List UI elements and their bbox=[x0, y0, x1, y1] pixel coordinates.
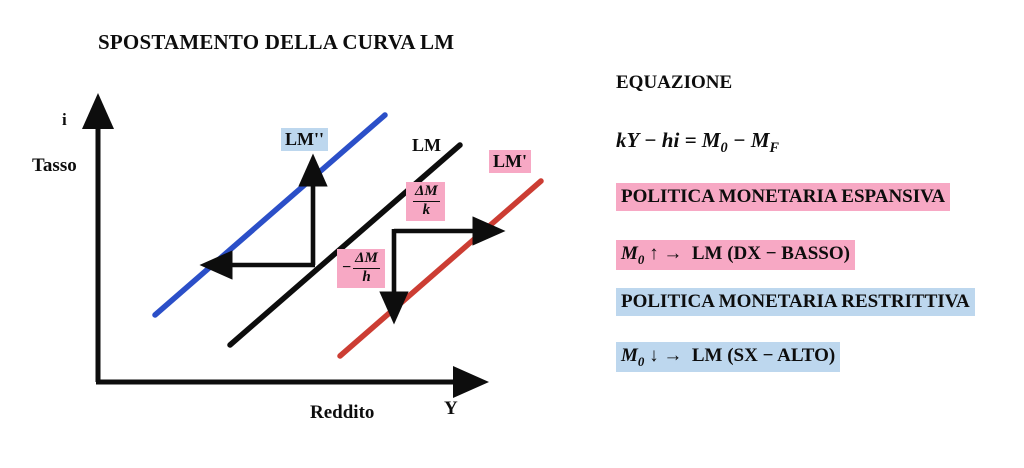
expansionary-symbol-subscript: 0 bbox=[637, 251, 645, 267]
expansionary-policy-effect: M0 ↑ → LM (DX − BASSO) bbox=[616, 240, 855, 270]
restrictive-symbol-base: M bbox=[621, 345, 638, 366]
implies-arrow-icon: → bbox=[663, 243, 683, 264]
annotation-delta-m-over-k: ΔM k bbox=[406, 182, 445, 221]
restrictive-policy-effect: M0 ↓ → LM (SX − ALTO) bbox=[616, 342, 841, 372]
equation-MF-base: M bbox=[750, 128, 770, 152]
equation-i: i bbox=[673, 128, 680, 152]
curve-lm bbox=[227, 142, 463, 348]
lm-curve-diagram bbox=[81, 93, 544, 398]
equation-Y: Y bbox=[626, 128, 639, 152]
curve-label-lm-prime: LM' bbox=[489, 150, 531, 173]
equation-MF-subscript: F bbox=[769, 140, 780, 157]
fraction-sign: − bbox=[342, 259, 352, 277]
down-arrow-icon: ↓ bbox=[649, 345, 659, 366]
equation-minus-2: − bbox=[732, 128, 746, 152]
equation-k: k bbox=[616, 128, 627, 152]
fraction: ΔM h bbox=[353, 250, 380, 286]
expansionary-symbol-base: M bbox=[621, 243, 638, 264]
restrictive-symbol: M0 bbox=[621, 345, 645, 369]
curve-lm-double-prime bbox=[152, 112, 388, 318]
curve-lm-prime bbox=[337, 178, 544, 359]
x-axis-name-label: Reddito bbox=[310, 402, 375, 423]
up-arrow-icon: ↑ bbox=[649, 243, 659, 264]
equation-heading: EQUAZIONE bbox=[616, 72, 733, 93]
shift-arrows-left-up bbox=[199, 153, 328, 280]
fraction-numerator: ΔM bbox=[355, 250, 378, 266]
axis-group bbox=[81, 93, 489, 398]
equation-M0-base: M bbox=[701, 128, 721, 152]
equation-expression: kY − hi = M0 − MF bbox=[616, 128, 779, 157]
fraction-denominator: k bbox=[413, 200, 440, 219]
annotation-minus-delta-m-over-h: − ΔM h bbox=[337, 249, 385, 288]
curve-label-lm-double-prime: LM'' bbox=[281, 128, 328, 151]
equation-h: h bbox=[661, 128, 674, 152]
equation-M0-subscript: 0 bbox=[720, 140, 728, 157]
y-axis-symbol-label: i bbox=[62, 110, 67, 129]
expansionary-symbol: M0 bbox=[621, 243, 645, 267]
curve-label-lm: LM bbox=[412, 135, 441, 155]
restrictive-result: LM (SX − ALTO) bbox=[691, 345, 836, 366]
equation-MF: MF bbox=[750, 128, 779, 156]
page-title: SPOSTAMENTO DELLA CURVA LM bbox=[98, 30, 455, 54]
equation-equals: = bbox=[684, 128, 697, 152]
shift-arrows-right-down bbox=[379, 216, 506, 325]
restrictive-symbol-subscript: 0 bbox=[637, 353, 645, 369]
restrictive-policy-title: POLITICA MONETARIA RESTRITTIVA bbox=[616, 288, 975, 316]
equation-minus-1: − bbox=[643, 128, 657, 152]
x-axis-symbol-label: Y bbox=[444, 398, 458, 419]
y-axis-name-label: Tasso bbox=[32, 155, 77, 176]
fraction-denominator: h bbox=[353, 267, 380, 286]
fraction: ΔM k bbox=[413, 183, 440, 219]
implies-arrow-icon: → bbox=[663, 345, 683, 366]
equation-M0: M0 bbox=[701, 128, 728, 156]
expansionary-result: LM (DX − BASSO) bbox=[691, 243, 850, 264]
expansionary-policy-title: POLITICA MONETARIA ESPANSIVA bbox=[616, 183, 951, 211]
fraction-numerator: ΔM bbox=[415, 183, 438, 199]
